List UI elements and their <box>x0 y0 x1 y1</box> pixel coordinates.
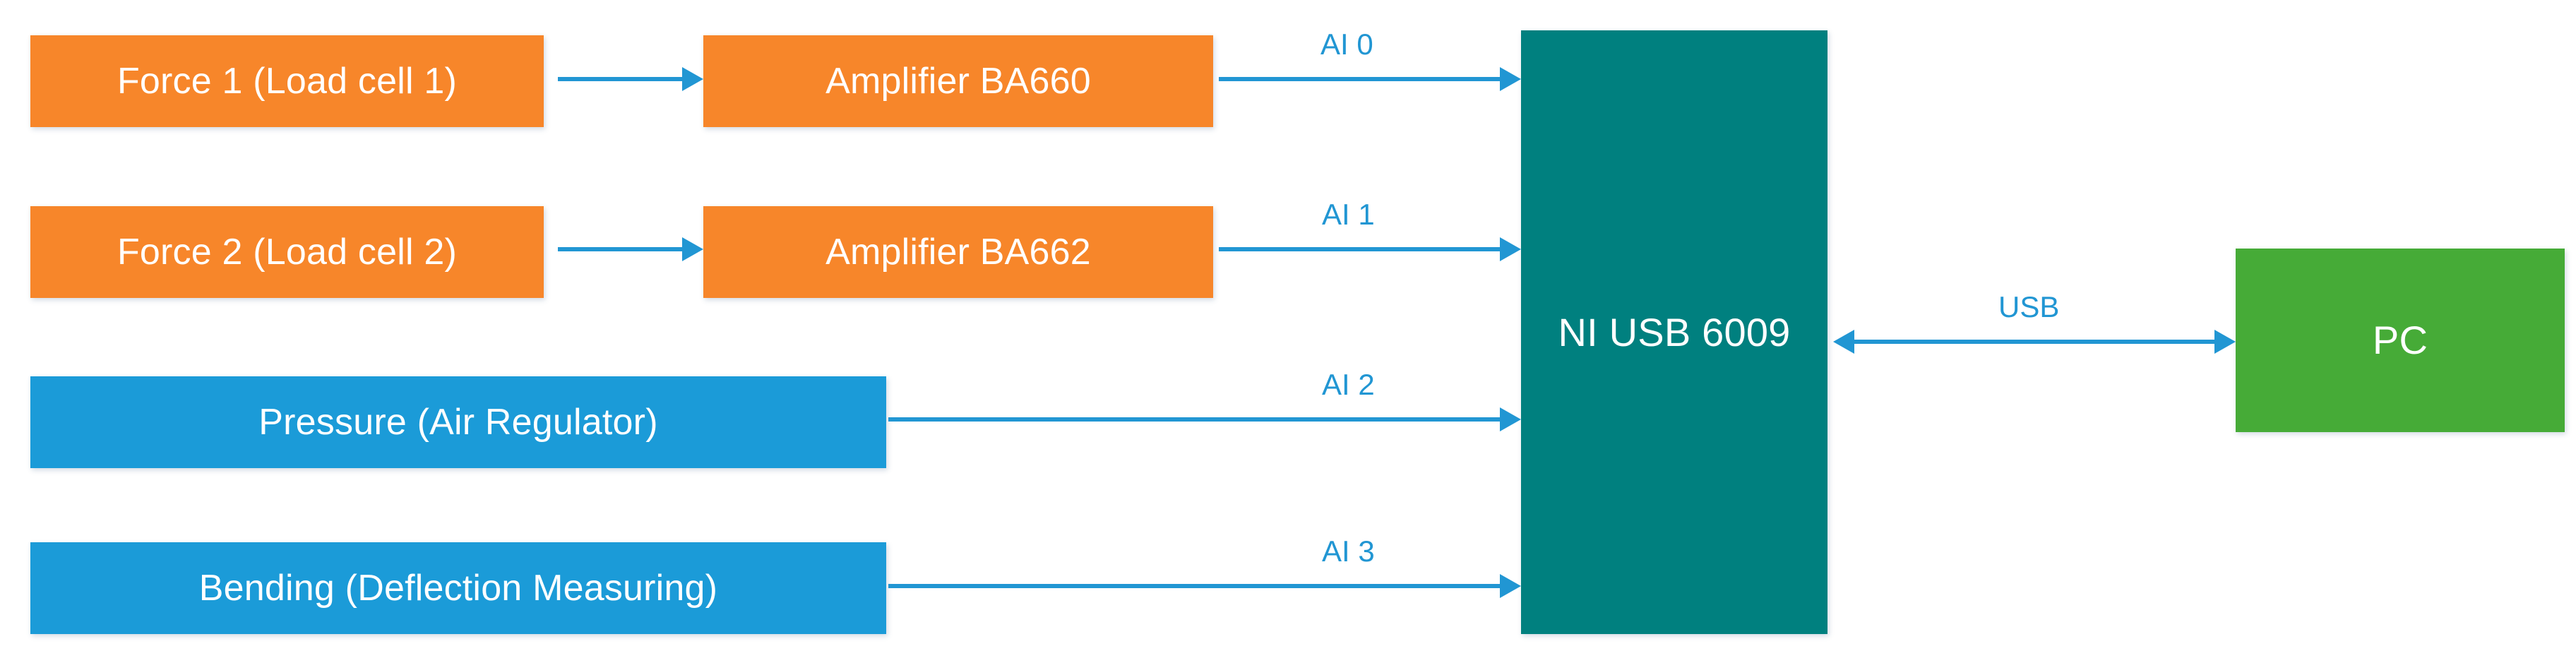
connector-pressure-to-daq <box>888 417 1500 422</box>
edge-label-ai-3: AI 3 <box>1322 534 1375 568</box>
node-label: Force 2 (Load cell 2) <box>117 232 458 273</box>
node-label: NI USB 6009 <box>1558 309 1791 354</box>
node-pc[interactable]: PC <box>2236 249 2565 432</box>
edge-label-ai-2: AI 2 <box>1322 368 1375 401</box>
node-amplifier-ba662[interactable]: Amplifier BA662 <box>703 206 1213 298</box>
node-label: Force 1 (Load cell 1) <box>117 61 458 102</box>
arrow-right-icon <box>1500 67 1521 91</box>
arrow-right-icon <box>682 67 703 91</box>
node-label: Amplifier BA662 <box>825 232 1091 273</box>
connector-bending-to-daq <box>888 584 1500 588</box>
node-ni-usb-6009[interactable]: NI USB 6009 <box>1521 30 1827 634</box>
node-pressure-air-regulator[interactable]: Pressure (Air Regulator) <box>30 376 886 468</box>
node-force-1-load-cell-1[interactable]: Force 1 (Load cell 1) <box>30 35 544 127</box>
edge-label-usb: USB <box>1998 290 2060 323</box>
edge-label-ai-1: AI 1 <box>1322 198 1375 231</box>
arrow-left-icon <box>1833 330 1854 354</box>
connector-force1-to-amp660 <box>558 77 682 81</box>
connector-amp660-to-daq <box>1219 77 1500 81</box>
edge-label-ai-0: AI 0 <box>1320 28 1373 61</box>
node-amplifier-ba660[interactable]: Amplifier BA660 <box>703 35 1213 127</box>
node-force-2-load-cell-2[interactable]: Force 2 (Load cell 2) <box>30 206 544 298</box>
connector-amp662-to-daq <box>1219 247 1500 251</box>
arrow-right-icon <box>1500 237 1521 261</box>
arrow-right-icon <box>2214 330 2236 354</box>
node-label: Pressure (Air Regulator) <box>258 402 658 443</box>
node-label: PC <box>2372 318 2428 362</box>
node-label: Amplifier BA660 <box>825 61 1091 102</box>
connector-force2-to-amp662 <box>558 247 682 251</box>
arrow-right-icon <box>682 237 703 261</box>
node-label: Bending (Deflection Measuring) <box>198 568 718 609</box>
arrow-right-icon <box>1500 407 1521 431</box>
node-bending-deflection-measuring[interactable]: Bending (Deflection Measuring) <box>30 542 886 634</box>
connector-daq-to-pc-usb <box>1854 340 2216 344</box>
arrow-right-icon <box>1500 574 1521 598</box>
